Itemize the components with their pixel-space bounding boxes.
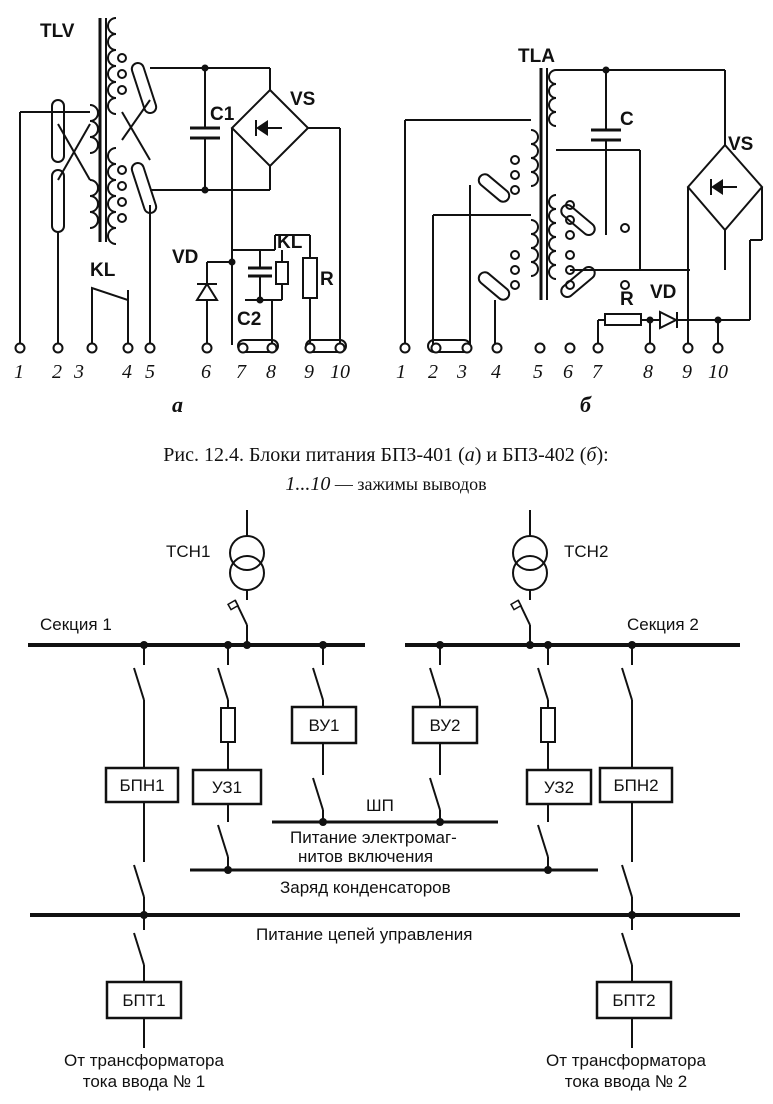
- vs-label-b: VS: [728, 134, 753, 155]
- from-2-line-2: тока ввода № 2: [565, 1072, 688, 1091]
- terminals-b: [399, 342, 724, 354]
- em-line-2: нитов включения: [298, 847, 433, 866]
- svg-text:2: 2: [52, 361, 62, 383]
- bpt2-label: БПТ2: [612, 991, 655, 1010]
- terminals-a: [14, 342, 346, 354]
- r-label-a: R: [320, 269, 334, 290]
- sublabel-a: а: [172, 392, 183, 417]
- uz2-label: УЗ2: [544, 778, 574, 797]
- svg-text:8: 8: [643, 361, 653, 383]
- svg-text:6: 6: [201, 361, 211, 383]
- svg-text:3: 3: [456, 361, 467, 383]
- kl-label-contact: KL: [90, 260, 116, 281]
- tla-label: TLA: [518, 46, 555, 67]
- bpn1-label: БПН1: [119, 776, 164, 795]
- c-label-b: C: [620, 109, 634, 130]
- sublabel-b: б: [580, 392, 592, 417]
- power-scheme: ТСН1 ТСН2 Секция 1 Секция 2 БПН1: [28, 510, 740, 1091]
- figure-b-circuit: TLA C VS: [396, 46, 764, 417]
- section-1-label: Секция 1: [40, 615, 112, 634]
- svg-text:5: 5: [145, 361, 155, 383]
- svg-text:1: 1: [14, 361, 24, 383]
- svg-text:8: 8: [266, 361, 276, 383]
- shp-label: ШП: [366, 796, 394, 815]
- vd-label-a: VD: [172, 247, 198, 268]
- kl-label-relay: KL: [277, 232, 303, 253]
- svg-text:10: 10: [708, 361, 728, 383]
- em-line-1: Питание электромаг-: [290, 828, 457, 847]
- svg-text:5: 5: [533, 361, 543, 383]
- c2-label: C2: [237, 309, 261, 330]
- caption-line-2: 1...10 — зажимы выводов: [285, 473, 486, 495]
- section-2-label: Секция 2: [627, 615, 699, 634]
- vd-label-b: VD: [650, 282, 676, 303]
- bpn2-label: БПН2: [613, 776, 658, 795]
- vs-label-a: VS: [290, 89, 315, 110]
- tlv-label: TLV: [40, 21, 75, 42]
- svg-text:9: 9: [682, 361, 692, 383]
- vu1-label: ВУ1: [308, 716, 339, 735]
- svg-text:1: 1: [396, 361, 406, 383]
- bpt1-label: БПТ1: [122, 991, 165, 1010]
- svg-text:6: 6: [563, 361, 573, 383]
- svg-text:9: 9: [304, 361, 314, 383]
- from-2-line-1: От трансформатора: [546, 1051, 706, 1070]
- svg-text:3: 3: [73, 361, 84, 383]
- terminal-numbers-a: 1 2 3 4 5 6 7 8 9 10: [14, 361, 350, 383]
- vu2-label: ВУ2: [429, 716, 460, 735]
- r-label-b: R: [620, 289, 634, 310]
- c1-label: C1: [210, 104, 235, 125]
- control-label: Питание цепей управления: [256, 925, 472, 944]
- figure-caption: Рис. 12.4. Блоки питания БПЗ-401 (а) и Б…: [163, 444, 608, 495]
- uz1-label: УЗ1: [212, 778, 242, 797]
- caption-line-1: Рис. 12.4. Блоки питания БПЗ-401 (а) и Б…: [163, 444, 608, 466]
- from-1-line-2: тока ввода № 1: [83, 1072, 206, 1091]
- tsn1-label: ТСН1: [166, 542, 210, 561]
- tsn2-label: ТСН2: [564, 542, 608, 561]
- charge-label: Заряд конденсаторов: [280, 878, 451, 897]
- svg-text:7: 7: [236, 361, 247, 383]
- svg-text:4: 4: [122, 361, 132, 383]
- svg-text:4: 4: [491, 361, 501, 383]
- from-1-line-1: От трансформатора: [64, 1051, 224, 1070]
- svg-text:10: 10: [330, 361, 350, 383]
- figure-a-circuit: TLV C1: [14, 17, 350, 417]
- svg-text:7: 7: [592, 361, 603, 383]
- svg-text:2: 2: [428, 361, 438, 383]
- terminal-numbers-b: 1 2 3 4 5 6 7 8 9 10: [396, 361, 728, 383]
